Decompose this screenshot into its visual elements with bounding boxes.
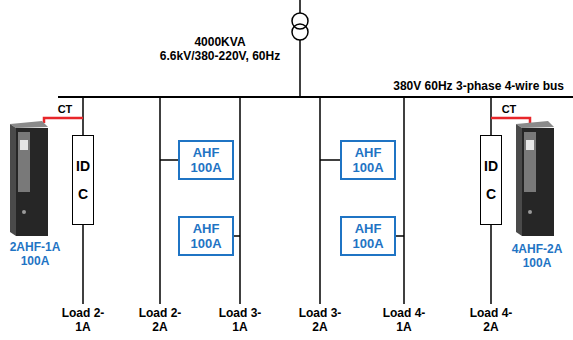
- load-label: Load 2-2A: [137, 306, 183, 334]
- load-label: Load 4-2A: [468, 306, 514, 334]
- ahf-box: AHF 100A: [178, 216, 234, 256]
- ahf-box: AHF 100A: [178, 140, 234, 180]
- cabinet-label-group: 4AHF-2A 100A: [506, 242, 568, 270]
- idc-box: IDC: [72, 135, 94, 225]
- idc-label: IDC: [76, 152, 90, 208]
- idc-label: IDC: [484, 152, 498, 208]
- ct-label: CT: [496, 102, 522, 116]
- transformer-rating: 6.6kV/380-220V, 60Hz: [150, 49, 290, 63]
- transformer-symbol: [292, 0, 308, 97]
- load-label: Load 3-1A: [217, 306, 263, 334]
- ahf-label: AHF 100A: [184, 221, 228, 251]
- ahf-box: AHF 100A: [340, 216, 396, 256]
- ahf-box: AHF 100A: [340, 140, 396, 180]
- load-label: Load 3-2A: [297, 306, 343, 334]
- cabinet-label-group: 2AHF-1A 100A: [4, 240, 66, 268]
- ahf-cabinet: [10, 121, 48, 236]
- bus-bar: [58, 96, 573, 98]
- bus-label: 380V 60Hz 3-phase 4-wire bus: [320, 79, 564, 93]
- ahf-label: AHF 100A: [346, 221, 390, 251]
- cabinet-label: 4AHF-2A 100A: [506, 242, 568, 270]
- load-label: Load 4-1A: [381, 306, 427, 334]
- feeder-wires: [83, 97, 491, 304]
- load-label: Load 2-1A: [60, 306, 106, 334]
- cabinet-label: 2AHF-1A 100A: [4, 240, 66, 268]
- ahf-label: AHF 100A: [184, 145, 228, 175]
- ct-wires: [44, 118, 530, 123]
- idc-box: IDC: [480, 135, 502, 225]
- ct-label: CT: [52, 102, 78, 116]
- ahf-label: AHF 100A: [346, 145, 390, 175]
- transformer-rating: 4000KVA: [150, 35, 290, 49]
- ahf-cabinet: [516, 121, 554, 236]
